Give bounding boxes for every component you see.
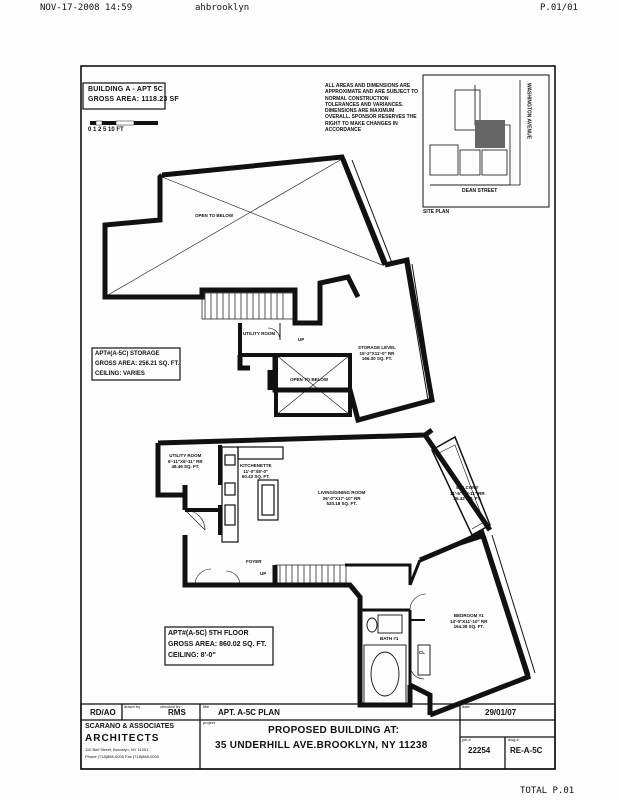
label-title: title — [203, 704, 210, 709]
label-job: job # — [462, 737, 471, 742]
open-to-below-lower-label: OPEN TO BELOW — [290, 377, 329, 382]
building-label: BUILDING A - APT 5C — [88, 86, 163, 93]
fax-page: P.01/01 — [540, 3, 578, 13]
fax-datetime: NOV-17-2008 14:59 — [40, 3, 133, 13]
fax-total: TOTAL P.01 — [520, 786, 575, 796]
job-number: 22254 — [468, 746, 491, 755]
street-washington-avenue: WASHINGTON AVENUE — [525, 83, 532, 140]
lower-stair — [275, 564, 347, 586]
lower-windows — [427, 436, 536, 676]
label-dwg: dwg # — [508, 737, 519, 742]
balcony-label: BALCONY 11'-5"X3'-11" RR 36.42 SQ. FT. — [450, 485, 485, 502]
fax-sender: ahbrooklyn — [195, 3, 250, 13]
fax-header: NOV-17-2008 14:59 ahbrooklyn P.01/01 — [0, 3, 619, 17]
label-project: project — [203, 720, 216, 725]
living-dining-label: LIVING/DINING ROOM 26'-0"X17'-10" RR 520… — [318, 490, 366, 507]
lower-up-label: UP — [260, 571, 267, 576]
interior-partitions — [185, 445, 425, 685]
firm-phone: Phone (718)888-0000 Fax (718)888-0000 — [85, 754, 160, 759]
sheet-date: 29/01/07 — [485, 708, 517, 717]
storage-apt-label: APT#(A-5C) STORAGE — [95, 351, 160, 357]
building-info-box — [82, 82, 166, 110]
closet-label: CL — [419, 650, 425, 655]
open-below-upper — [107, 158, 383, 296]
lower-level-walls — [155, 427, 532, 718]
storage-level-label: STORAGE LEVEL 15'-2"X11'-0" RR 166.30 SQ… — [358, 345, 396, 362]
sheet-title: APT. A-5C PLAN — [218, 708, 280, 717]
scale-bar — [90, 120, 158, 126]
drawing-sheet: BUILDING A - APT 5C GROSS AREA: 1118.23 … — [80, 65, 556, 770]
open-below-lower — [274, 353, 352, 417]
project-line-1: PROPOSED BUILDING AT: — [268, 725, 400, 736]
drawn-by: RD/AO — [90, 708, 116, 717]
general-notes: ALL AREAS AND DIMENSIONS ARE APPROXIMATE… — [325, 83, 419, 133]
upper-utility-room — [238, 323, 281, 357]
scale-bar-ticks: 0 1 2 5 10 FT — [88, 127, 124, 133]
label-drawn-by: drawn by — [124, 704, 141, 709]
upper-utility-room-label: UTILITY ROOM — [243, 331, 276, 336]
upper-stair — [201, 292, 296, 320]
floor-apt-label: APT#(A-5C) 5TH FLOOR — [168, 630, 249, 637]
storage-info-box — [91, 347, 181, 381]
kitchenette-label: KITCHENETTE 11'-0"X8'-0" 60.43 SQ. FT. — [240, 463, 272, 480]
floor-info-box — [164, 626, 274, 666]
utility-room-label: UTILITY ROOM 6'-11"X6'-11" RR 48.46 SQ. … — [168, 453, 203, 470]
bath-label: BATH #1 — [380, 636, 399, 641]
building-gross-area: GROSS AREA: 1118.23 SF — [88, 96, 179, 103]
firm-name: SCARANO & ASSOCIATES — [85, 723, 175, 730]
sheet-border — [80, 65, 556, 770]
project-line-2: 35 UNDERHILL AVE.BROOKLYN, NY 11238 — [215, 740, 428, 751]
label-checked-by: checked by — [160, 704, 181, 709]
firm-address: 110 Bell Street, Brooklyn, NY 11201 — [85, 747, 149, 752]
upper-windows — [344, 158, 434, 401]
site-plan-inset — [422, 74, 550, 208]
title-block — [80, 703, 556, 770]
open-to-below-upper-label: OPEN TO BELOW — [195, 213, 234, 218]
floor-ceiling: CEILING: 8'-0" — [168, 652, 216, 659]
bath-fixtures — [363, 614, 431, 704]
site-plan-label: SITE PLAN — [423, 209, 450, 215]
bedroom-label: BEDROOM #1 14'-0"X11'-10" RR 164.39 SQ. … — [450, 613, 488, 630]
balcony — [431, 435, 491, 537]
checked-by: RMS — [168, 708, 186, 717]
label-date: date — [462, 704, 470, 709]
foyer-label: FOYER — [246, 559, 262, 564]
firm-sub: ARCHITECTS — [85, 733, 160, 744]
kitchen-counters — [221, 446, 284, 543]
door-swings — [184, 509, 427, 680]
storage-ceiling: CEILING: VARIES — [95, 371, 145, 377]
floor-gross-area: GROSS AREA: 860.02 SQ. FT. — [168, 641, 267, 648]
drawing-number: RE-A-5C — [510, 746, 543, 755]
storage-gross-area: GROSS AREA: 256.21 SQ. FT. — [95, 361, 180, 367]
floor-plan-drawing — [80, 65, 556, 770]
upper-up-label: UP — [298, 337, 305, 342]
street-dean-street: DEAN STREET — [462, 188, 498, 194]
